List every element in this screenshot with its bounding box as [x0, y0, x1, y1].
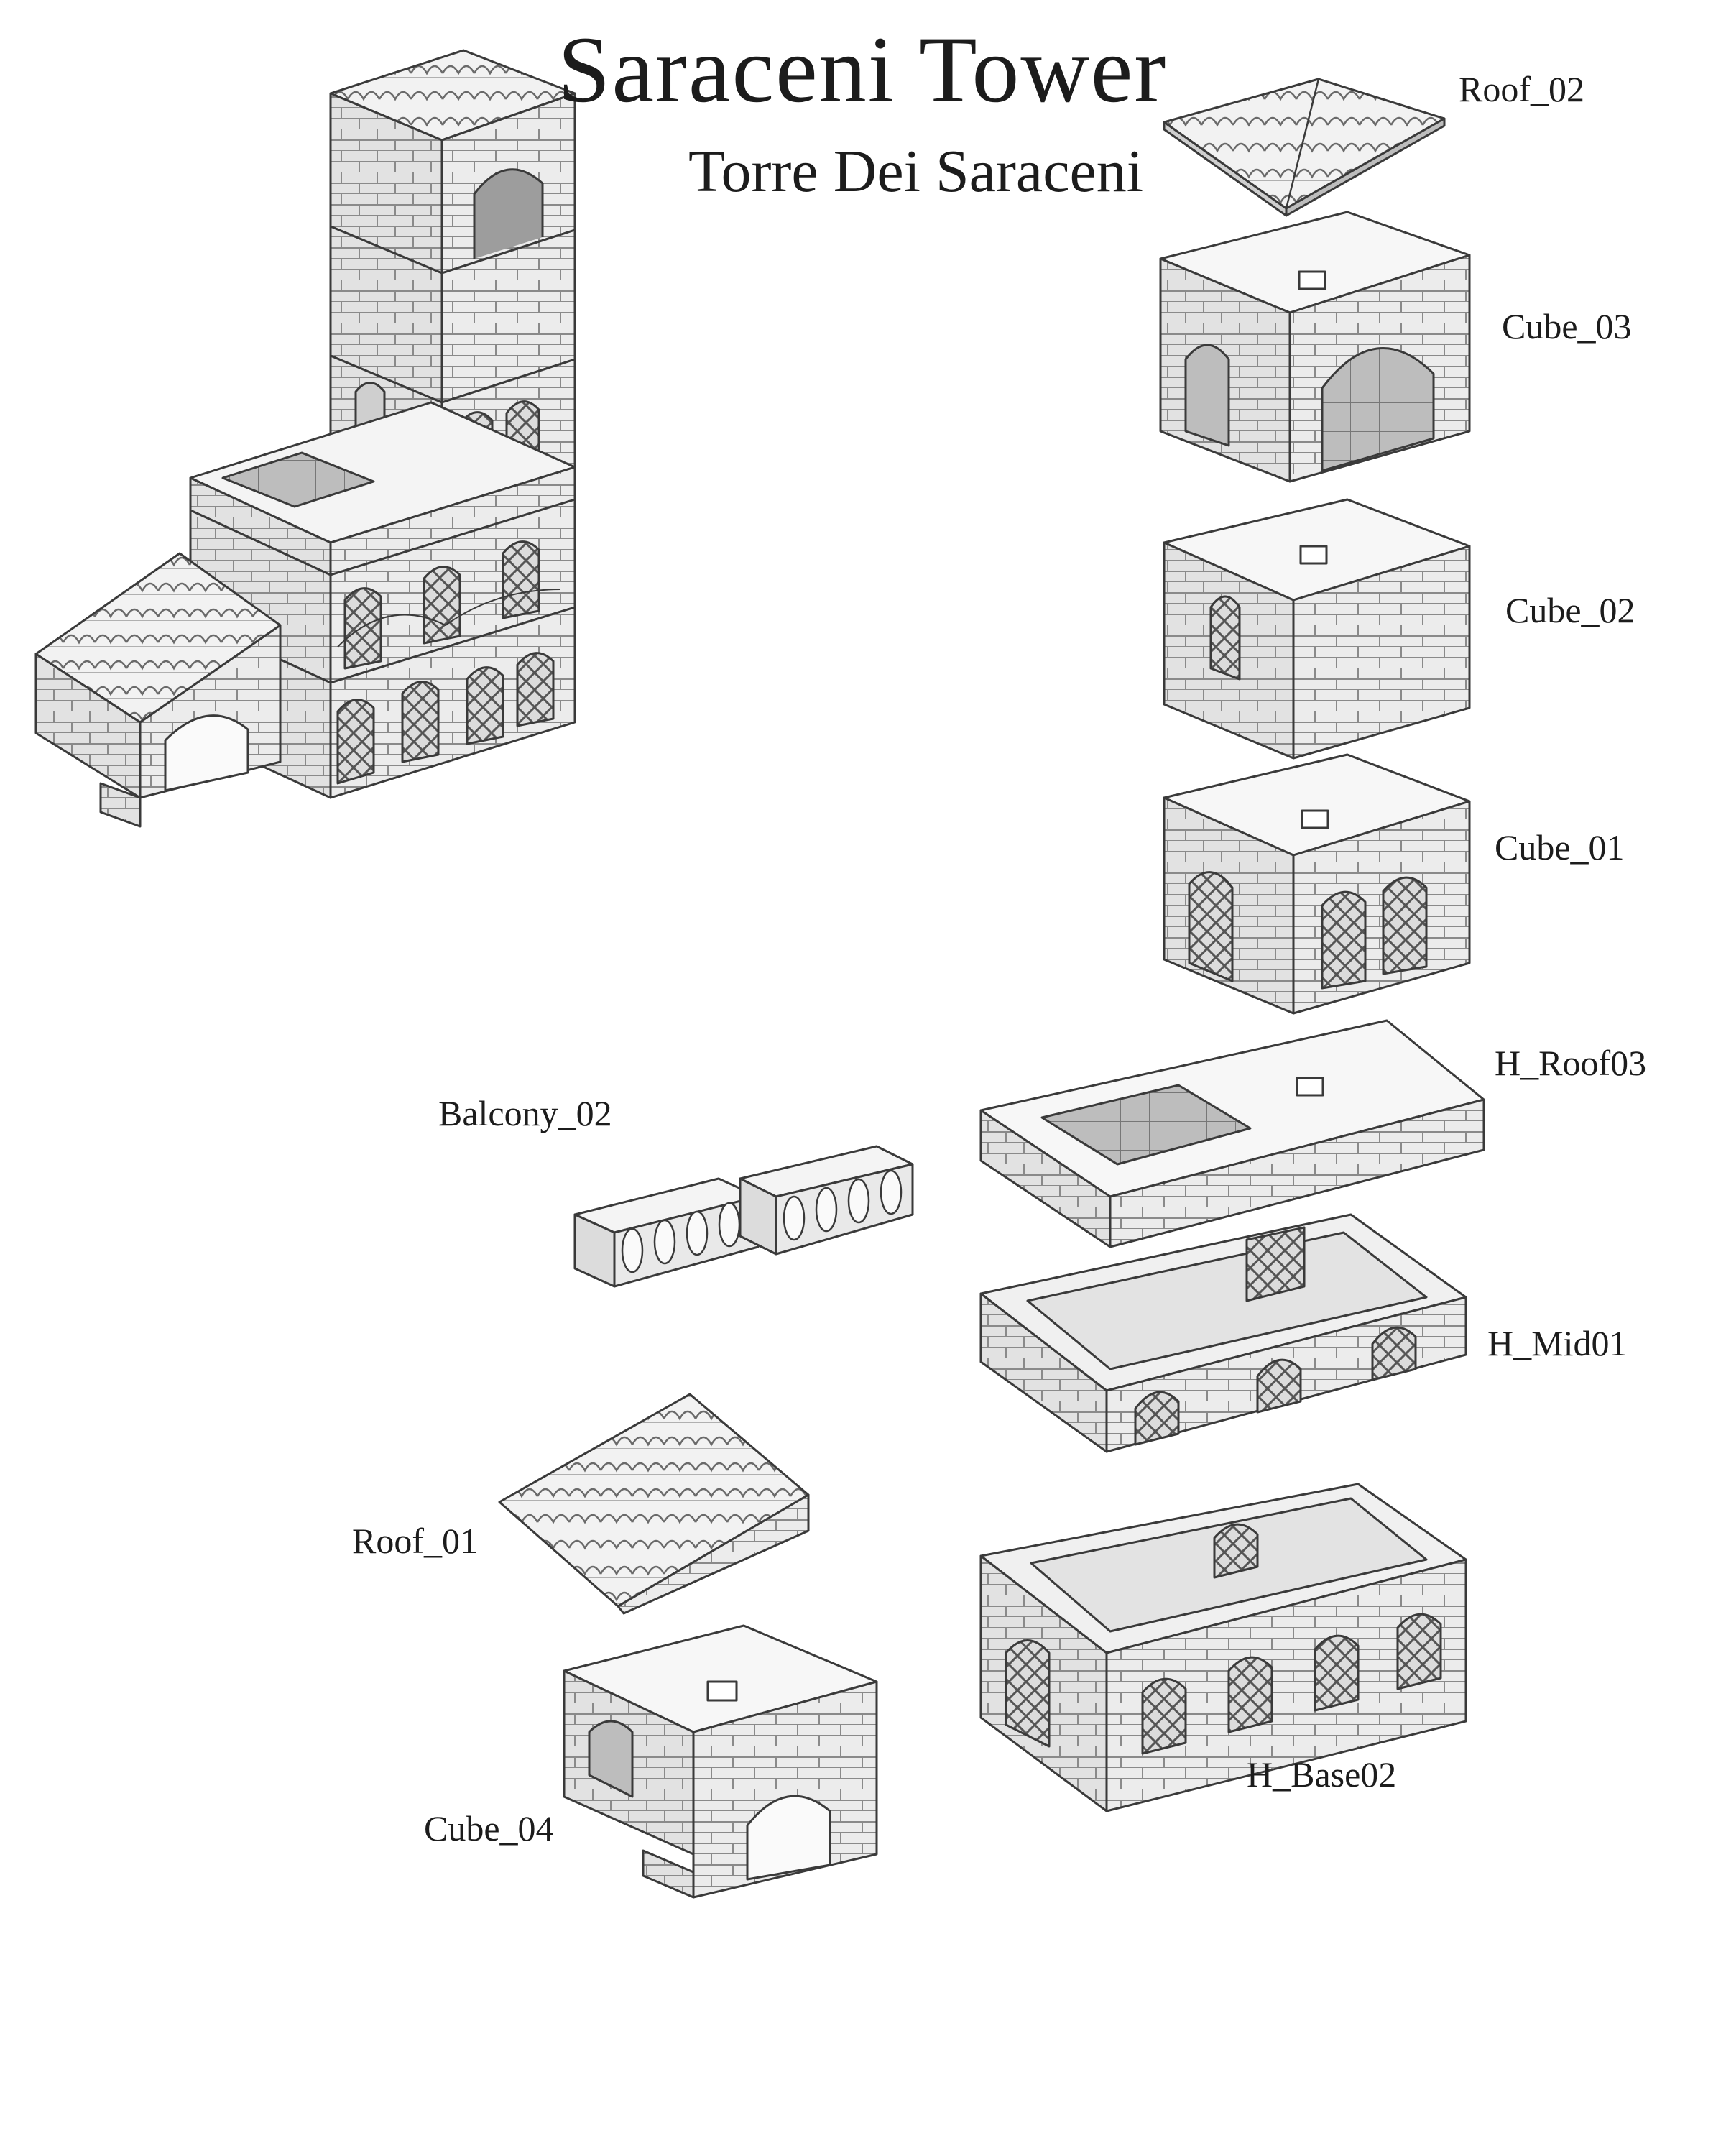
cube-01-model: [1163, 753, 1471, 1015]
h-base02-model: [979, 1483, 1467, 1812]
part-label-h-mid01: H_Mid01: [1487, 1323, 1628, 1363]
part-label-roof-01: Roof_01: [352, 1521, 478, 1561]
part-label-cube-01: Cube_01: [1495, 827, 1625, 867]
part-label-cube-03: Cube_03: [1502, 306, 1632, 346]
part-label-roof-02: Roof_02: [1459, 69, 1584, 109]
h-mid01-model: [979, 1213, 1467, 1453]
roof-01-model: [498, 1393, 810, 1615]
page-subtitle: Torre Dei Saraceni: [688, 138, 1144, 205]
cube-03-model: [1159, 211, 1471, 483]
part-label-cube-04: Cube_04: [424, 1808, 554, 1848]
part-label-cube-02: Cube_02: [1505, 590, 1635, 630]
part-label-balcony-02: Balcony_02: [438, 1093, 612, 1133]
page-title: Saraceni Tower: [558, 17, 1168, 122]
cube-02-model: [1163, 498, 1471, 760]
part-label-h-base02: H_Base02: [1247, 1754, 1397, 1795]
h-roof03-model: [979, 1019, 1485, 1248]
part-label-h-roof03: H_Roof03: [1495, 1043, 1647, 1083]
balcony-02-model: [573, 1145, 914, 1288]
assembled-tower: [34, 49, 576, 828]
roof-02-model: [1163, 78, 1446, 217]
cube-04-model: [563, 1624, 878, 1899]
